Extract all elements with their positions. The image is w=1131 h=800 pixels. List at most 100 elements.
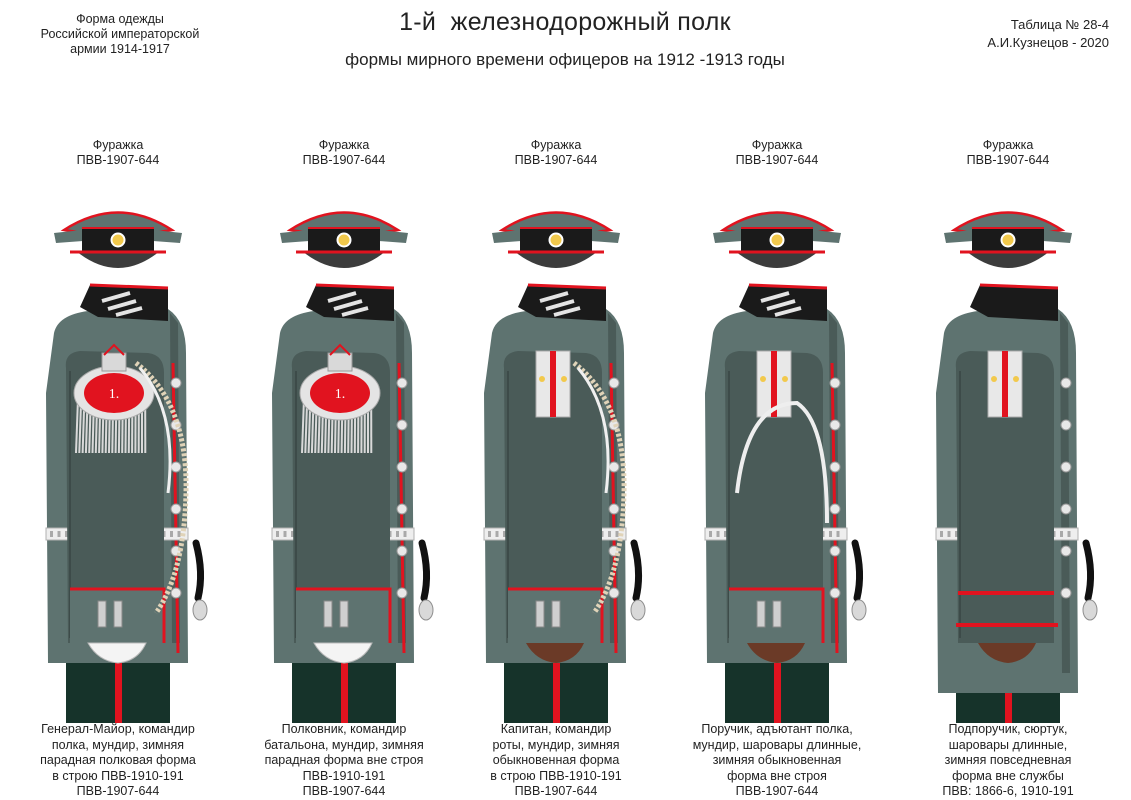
belt-pattern	[57, 531, 61, 537]
cap-crown-side	[713, 230, 742, 243]
button-icon	[170, 461, 182, 473]
cuff-button-loop	[551, 600, 561, 628]
button-icon	[829, 503, 841, 515]
header-left-line: Форма одежды	[76, 12, 164, 26]
caption-line: Поручик, адъютант полка,	[701, 722, 853, 736]
button-icon	[396, 545, 408, 557]
trousers	[504, 663, 608, 723]
peaked-cap	[280, 211, 408, 268]
rank-star-icon	[561, 376, 567, 382]
caption-line: парадная полковая форма	[40, 753, 196, 768]
button-icon	[396, 377, 408, 389]
cockade-icon	[110, 232, 126, 248]
collar-lace	[539, 291, 569, 303]
header-right: Таблица № 28-4 А.И.Кузнецов - 2020	[987, 16, 1109, 52]
cuff-button-loop	[113, 600, 123, 628]
collar-lace	[545, 299, 575, 311]
cuff-piping	[296, 587, 392, 643]
rank-star-icon	[760, 376, 766, 382]
belt-pattern	[488, 531, 491, 537]
sword-knot-icon	[418, 599, 434, 621]
cap-label: Фуражка ПВВ-1907-644	[456, 138, 656, 168]
collar-lace	[341, 306, 369, 317]
cap-label: Фуражка ПВВ-1907-644	[908, 138, 1108, 168]
cap-crown-side	[153, 230, 182, 243]
button-icon	[608, 503, 620, 515]
belt-pattern	[1067, 531, 1071, 537]
belt-pattern	[170, 531, 173, 537]
button-icon	[170, 587, 182, 599]
cap-visor	[76, 251, 160, 268]
sleeve	[724, 351, 825, 643]
button-icon	[1060, 461, 1072, 473]
header-left-line: Российской императорской	[40, 27, 200, 41]
author-year: А.И.Кузнецов - 2020	[987, 35, 1109, 50]
rank-badge	[329, 343, 351, 356]
shoulder-board	[756, 350, 792, 418]
cuff-button-loop	[535, 600, 545, 628]
shoulder-board-stripe	[771, 351, 777, 417]
epaulette-strap	[327, 352, 353, 372]
cap-label-name: Фуражка	[92, 138, 144, 152]
button-icon	[829, 587, 841, 599]
belt-pattern	[177, 531, 181, 537]
cap-label-name: Фуражка	[318, 138, 370, 152]
header-left-line: армии 1914-1917	[70, 42, 170, 56]
belt-pattern	[50, 531, 53, 537]
caption-line: ПВВ-1907-644	[514, 784, 598, 799]
collar-lace	[766, 299, 796, 311]
epaulette: 1.	[73, 343, 155, 454]
sword-knot-icon	[630, 599, 646, 621]
collar-lace	[333, 299, 363, 311]
caption-line: парадная форма вне строя	[264, 753, 424, 768]
peaked-cap	[713, 211, 841, 268]
trousers	[725, 663, 829, 723]
coat-collar	[970, 285, 1058, 321]
epaulette-center	[310, 373, 370, 413]
caption-line: Полковник, командир	[281, 722, 407, 736]
belt-pattern	[724, 531, 727, 537]
cuff-button-loop	[772, 600, 782, 628]
cap-visor	[735, 251, 819, 268]
cap-visor	[302, 251, 386, 268]
shoulder-board	[535, 350, 571, 418]
figure-caption: Поручик, адъютант полка, мундир, шаровар…	[657, 722, 897, 800]
belt-pattern	[615, 531, 619, 537]
sleeve-body	[955, 351, 1054, 643]
caption-line: батальона, мундир, зимняя	[264, 737, 424, 752]
caption-line: зимняя обыкновенная	[712, 753, 842, 768]
trouser-stripe	[774, 663, 781, 723]
hand	[526, 643, 584, 663]
trouser-stripe	[341, 663, 348, 723]
sleeve	[955, 351, 1054, 643]
belt-pattern	[495, 531, 499, 537]
epaulette-numeral: 1.	[335, 387, 346, 402]
collar-piping	[748, 283, 828, 290]
cockade-icon	[769, 232, 785, 248]
button-icon	[170, 503, 182, 515]
caption-line: Генерал-Майор, командир	[41, 722, 195, 736]
uniform-figure-colonel: Фуражка ПВВ-1907-644 1. Полковник, коман…	[244, 138, 444, 800]
table-number: Таблица № 28-4	[1010, 17, 1109, 32]
button-icon	[170, 377, 182, 389]
epaulette-fringe	[75, 397, 79, 454]
epaulette-strap	[101, 352, 127, 372]
belt-pattern	[503, 531, 506, 537]
rank-badge	[103, 343, 125, 356]
aiguillette-cord	[572, 361, 627, 615]
coat-front-edge	[1060, 313, 1070, 673]
button-icon	[396, 503, 408, 515]
sword-grip	[851, 539, 864, 602]
caption-line: в строю ПВВ-1910-191	[490, 768, 622, 783]
peaked-cap	[492, 211, 620, 268]
cuff-piping	[729, 587, 825, 643]
button-icon	[608, 461, 620, 473]
hand	[747, 643, 805, 663]
hand	[978, 643, 1036, 663]
collar-piping	[527, 283, 607, 290]
sleeve-body	[503, 351, 602, 643]
figure-caption: Капитан, командир роты, мундир, зимняя о…	[436, 722, 676, 800]
caption-line: форма вне строя	[727, 768, 827, 783]
figure-caption: Подпоручик, сюртук, шаровары длинные, зи…	[888, 722, 1128, 800]
peaked-cap	[54, 211, 182, 268]
